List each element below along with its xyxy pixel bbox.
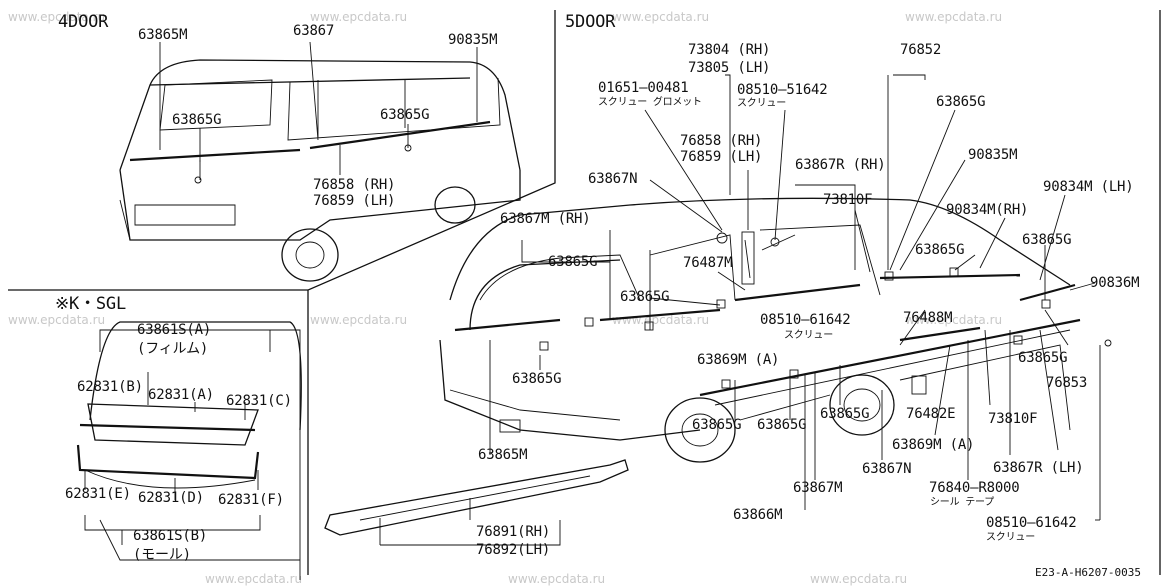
watermark: www.epcdata.ru bbox=[905, 10, 1003, 24]
part-63861S-B: 63861S(B) bbox=[133, 528, 208, 544]
part-63866M: 63866M bbox=[733, 507, 783, 523]
part-73810F: 73810F bbox=[988, 411, 1038, 427]
section-5door-title: 5DOOR bbox=[565, 12, 616, 32]
part-90836M: 90836M bbox=[1090, 275, 1140, 291]
watermark: www.epcdata.ru bbox=[310, 10, 408, 24]
part-76859-lh: 76859 (LH) bbox=[680, 149, 763, 165]
part-63865G: 63865G bbox=[1022, 232, 1072, 248]
part-73804-rh: 73804 (RH) bbox=[688, 42, 771, 58]
watermark: www.epcdata.ru bbox=[905, 313, 1003, 327]
part-63865G: 63865G bbox=[692, 417, 742, 433]
van-4door bbox=[119, 41, 521, 282]
van-5door bbox=[324, 74, 1112, 546]
part-76859-lh: 76859 (LH) bbox=[313, 193, 396, 209]
part-63865G: 63865G bbox=[757, 417, 807, 433]
diagram-reference: E23-A-H6207-0035 bbox=[1035, 566, 1141, 579]
film-note: (フィルム) bbox=[137, 341, 209, 357]
seal-tape-note: シール テープ bbox=[930, 497, 995, 508]
part-08510-61642: 08510—61642 bbox=[760, 312, 851, 328]
part-76892-lh: 76892(LH) bbox=[476, 542, 551, 558]
part-76482E: 76482E bbox=[906, 406, 956, 422]
section-sgl-title: ※K・SGL bbox=[55, 294, 126, 314]
watermark: www.epcdata.ru bbox=[310, 313, 408, 327]
part-63865G: 63865G bbox=[172, 112, 222, 128]
part-73805-lh: 73805 (LH) bbox=[688, 60, 771, 76]
part-63869M-A: 63869M (A) bbox=[697, 352, 780, 368]
screw-note: スクリュー bbox=[784, 330, 833, 341]
part-76487M: 76487M bbox=[683, 255, 733, 271]
part-90835M: 90835M bbox=[448, 32, 498, 48]
part-76858-rh: 76858 (RH) bbox=[680, 133, 763, 149]
part-62831-D: 62831(D) bbox=[138, 490, 204, 506]
part-62831-F: 62831(F) bbox=[218, 492, 284, 508]
part-63865G: 63865G bbox=[936, 94, 986, 110]
part-76840-R8000: 76840—R8000 bbox=[929, 480, 1020, 496]
part-63867: 63867 bbox=[293, 23, 335, 39]
part-63861S-A: 63861S(A) bbox=[137, 322, 212, 338]
screw-note: スクリュー bbox=[737, 98, 786, 109]
part-73810F: 73810F bbox=[823, 192, 873, 208]
part-76891-rh: 76891(RH) bbox=[476, 524, 551, 540]
part-76488M: 76488M bbox=[903, 310, 953, 326]
part-63865M: 63865M bbox=[478, 447, 528, 463]
part-08510-51642: 08510—51642 bbox=[737, 82, 828, 98]
part-63867R-lh: 63867R (LH) bbox=[993, 460, 1084, 476]
part-63867M: 63867M bbox=[793, 480, 843, 496]
part-01651-00481: 01651—00481 bbox=[598, 80, 689, 96]
mall-note: (モール) bbox=[133, 547, 191, 563]
part-90834M-lh: 90834M (LH) bbox=[1043, 179, 1134, 195]
section-dividers bbox=[8, 10, 1161, 575]
part-62831-A: 62831(A) bbox=[148, 387, 214, 403]
part-63867M-rh: 63867M (RH) bbox=[500, 211, 591, 227]
watermark: www.epcdata.ru bbox=[8, 10, 106, 24]
watermark: www.epcdata.ru bbox=[810, 572, 908, 586]
section-4door-title: 4DOOR bbox=[58, 12, 109, 32]
part-76858-rh: 76858 (RH) bbox=[313, 177, 396, 193]
part-63865M: 63865M bbox=[138, 27, 188, 43]
part-63865G: 63865G bbox=[548, 254, 598, 270]
part-63867N: 63867N bbox=[862, 461, 912, 477]
part-62831-C: 62831(C) bbox=[226, 393, 292, 409]
part-08510-61642: 08510—61642 bbox=[986, 515, 1077, 531]
part-76853: 76853 bbox=[1046, 375, 1088, 391]
watermark: www.epcdata.ru bbox=[612, 10, 710, 24]
part-63867N: 63867N bbox=[588, 171, 638, 187]
back-door-sgl bbox=[76, 321, 302, 580]
part-63867R-rh: 63867R (RH) bbox=[795, 157, 886, 173]
part-63865G: 63865G bbox=[620, 289, 670, 305]
part-62831-B: 62831(B) bbox=[77, 379, 143, 395]
part-76852: 76852 bbox=[900, 42, 942, 58]
part-63865G: 63865G bbox=[820, 406, 870, 422]
part-63865G: 63865G bbox=[915, 242, 965, 258]
watermark: www.epcdata.ru bbox=[508, 572, 606, 586]
part-90835M: 90835M bbox=[968, 147, 1018, 163]
part-63865G: 63865G bbox=[512, 371, 562, 387]
screw-grommet-note: スクリュー グロメット bbox=[598, 97, 702, 108]
watermark: www.epcdata.ru bbox=[205, 572, 303, 586]
part-62831-E: 62831(E) bbox=[65, 486, 131, 502]
part-63865G: 63865G bbox=[380, 107, 430, 123]
part-63869M-A: 63869M (A) bbox=[892, 437, 975, 453]
part-90834M-rh: 90834M(RH) bbox=[946, 202, 1029, 218]
watermark: www.epcdata.ru bbox=[8, 313, 106, 327]
screw-note: スクリュー bbox=[986, 532, 1035, 543]
part-63865G: 63865G bbox=[1018, 350, 1068, 366]
